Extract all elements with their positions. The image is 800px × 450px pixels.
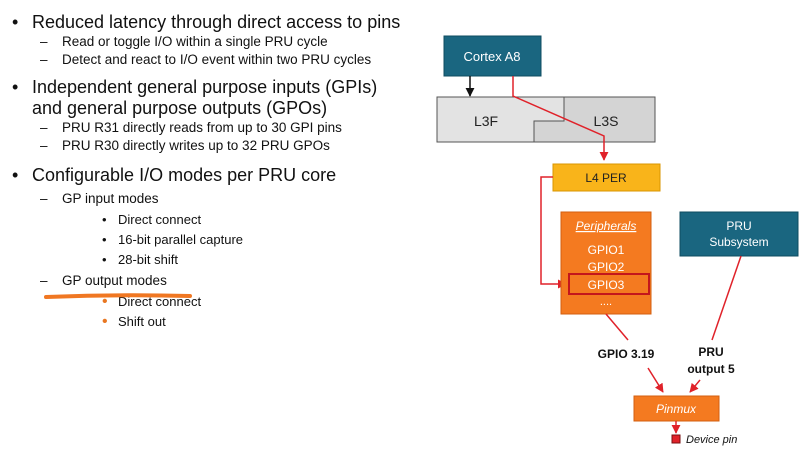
pru-output-line2: output 5	[687, 362, 735, 376]
highlight-underline	[44, 293, 192, 299]
cortex-a8-label: Cortex A8	[463, 49, 520, 64]
pru-subsystem-line1: PRU	[726, 219, 751, 233]
sub-bullet: – Read or toggle I/O within a single PRU…	[10, 33, 430, 51]
gpio3-label: GPIO3	[588, 278, 625, 292]
bullet-dot: •	[102, 232, 107, 247]
bullet-dot: •	[12, 12, 19, 32]
gp-input-item-text: 16-bit parallel capture	[118, 232, 244, 247]
gpio-to-pinmux-arrow	[605, 313, 629, 341]
bullet-gpio-text-cont: and general purpose outputs (GPOs)	[32, 98, 328, 118]
gp-output-label: GP output modes	[62, 273, 167, 288]
gpio1-label: GPIO1	[588, 243, 625, 257]
pru-to-pinmux-arrowhead	[689, 379, 701, 393]
sub-bullet: – PRU R31 directly reads from up to 30 G…	[10, 119, 430, 137]
l3s-label: L3S	[594, 113, 619, 129]
l4-per-label: L4 PER	[585, 171, 627, 185]
bullet-list: • Reduced latency through direct access …	[10, 12, 430, 332]
l4-per-block: L4 PER	[552, 163, 661, 192]
dash-marker: –	[40, 138, 48, 153]
gp-input-item: • Direct connect	[10, 210, 430, 230]
l4per-to-gpio3-path	[540, 176, 567, 289]
peripherals-block: Peripherals GPIO1 GPIO2 GPIO3 ....	[560, 211, 652, 315]
pru-subsystem-line2: Subsystem	[709, 235, 768, 249]
bullet-dot: •	[102, 252, 107, 267]
sub-bullet-text: PRU R30 directly writes up to 32 PRU GPO…	[62, 138, 330, 153]
bullet-dot: •	[12, 165, 19, 185]
bullet-io-modes: • Configurable I/O modes per PRU core	[10, 165, 430, 186]
gp-input-item: • 16-bit parallel capture	[10, 230, 430, 250]
peripherals-title: Peripherals	[576, 219, 637, 233]
gp-output-item-text: Shift out	[118, 314, 166, 329]
pru-output-line1: PRU	[698, 345, 723, 359]
l3-interconnect-block: L3F L3S	[436, 96, 656, 143]
pru-subsystem-block: PRU Subsystem	[679, 211, 799, 257]
dash-marker: –	[40, 191, 48, 206]
peripherals-ellipsis: ....	[600, 296, 612, 308]
sub-bullet-text: Read or toggle I/O within a single PRU c…	[62, 34, 328, 49]
bullet-latency-text: Reduced latency through direct access to…	[32, 12, 401, 32]
bullet-latency: • Reduced latency through direct access …	[10, 12, 430, 33]
dash-marker: –	[40, 34, 48, 49]
gp-output-modes: – GP output modes	[10, 270, 430, 292]
dash-marker: –	[40, 52, 48, 67]
device-pin-square	[671, 434, 681, 444]
cortex-a8-block: Cortex A8	[443, 35, 542, 77]
pinmux-block: Pinmux	[633, 395, 720, 422]
bullet-gpio: • Independent general purpose inputs (GP…	[10, 77, 430, 119]
bullet-dot: •	[12, 77, 19, 97]
l3f-label: L3F	[474, 113, 498, 129]
gp-input-modes: – GP input modes	[10, 188, 430, 210]
orange-bullet-dot: •	[102, 293, 108, 310]
sub-bullet: – Detect and react to I/O event within t…	[10, 51, 430, 69]
bullet-dot: •	[102, 212, 107, 227]
sub-bullet: – PRU R30 directly writes up to 32 PRU G…	[10, 137, 430, 155]
orange-bullet-dot: •	[102, 313, 108, 330]
gp-input-item-text: Direct connect	[118, 212, 202, 227]
bullet-gpio-text: Independent general purpose inputs (GPIs…	[32, 77, 378, 97]
bullet-io-modes-text: Configurable I/O modes per PRU core	[32, 165, 337, 185]
dash-marker: –	[40, 120, 48, 135]
gp-output-item: • Shift out	[10, 312, 430, 332]
gp-input-item-text: 28-bit shift	[118, 252, 178, 267]
device-pin-label: Device pin	[686, 434, 737, 446]
gpio-to-pinmux-arrowhead	[647, 367, 664, 393]
gp-input-label: GP input modes	[62, 191, 159, 206]
gpio2-label: GPIO2	[588, 260, 625, 274]
gp-input-item: • 28-bit shift	[10, 250, 430, 270]
dash-marker: –	[40, 273, 48, 288]
pru-to-pinmux-arrow	[711, 255, 742, 341]
gpio3-highlight	[568, 273, 650, 295]
gpio-3-19-label: GPIO 3.19	[598, 347, 655, 361]
sub-bullet-text: Detect and react to I/O event within two…	[62, 52, 372, 67]
cortex-to-l4per-path	[512, 76, 609, 161]
sub-bullet-text: PRU R31 directly reads from up to 30 GPI…	[62, 120, 342, 135]
pinmux-label: Pinmux	[656, 402, 697, 416]
